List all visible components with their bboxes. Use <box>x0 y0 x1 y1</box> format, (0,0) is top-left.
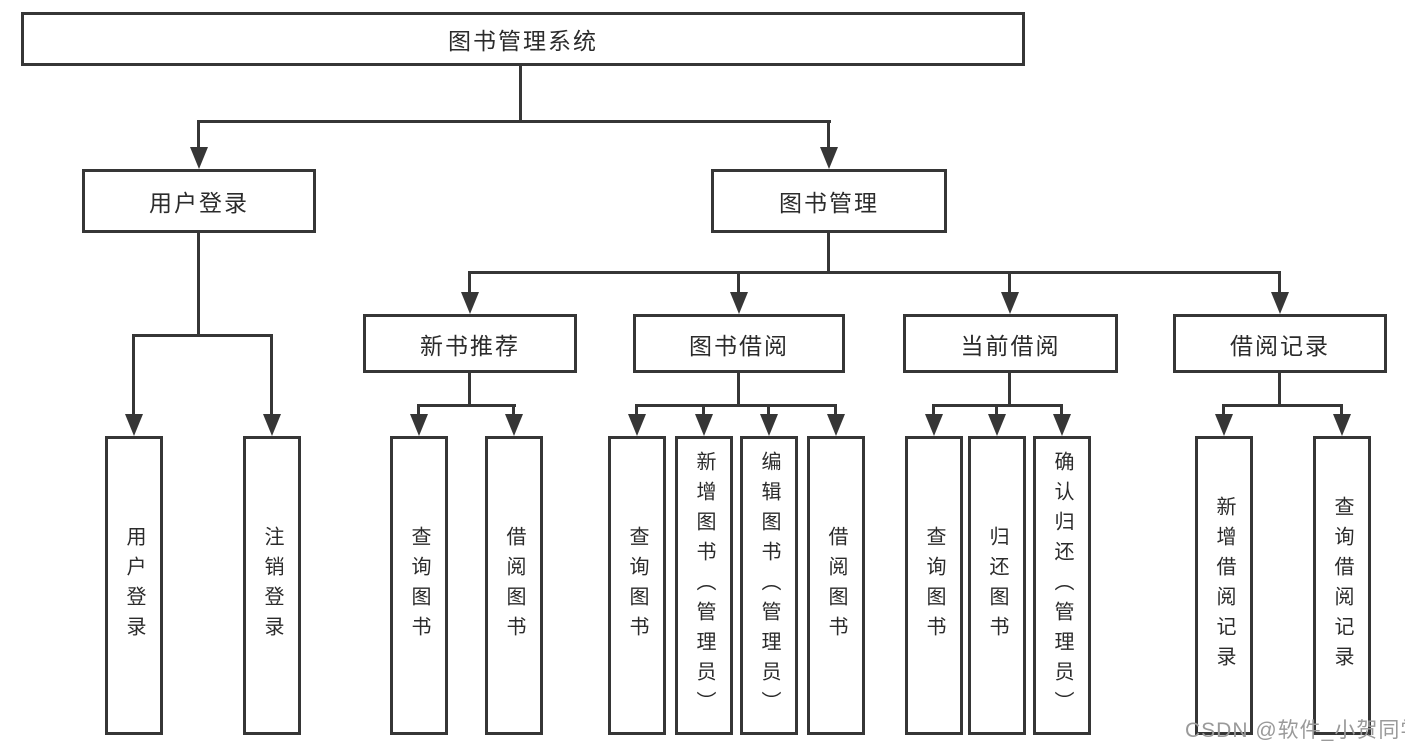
arrow-down-icon <box>925 414 943 436</box>
connector-book-borrow-bus <box>635 404 837 407</box>
connector-stub-leaf <box>512 404 515 416</box>
leaf-logout-label: 注销登录 <box>261 525 283 646</box>
leaf-confirm-return-admin: 确认归还（管理员） <box>1033 436 1091 735</box>
connector-borrow-records-drop <box>1278 373 1281 406</box>
connector-root-drop <box>519 64 522 122</box>
node-current-borrowing: 当前借阅 <box>903 314 1118 373</box>
leaf-edit-books-admin-label: 编辑图书（管理员） <box>758 450 780 721</box>
connector-stub-level3 <box>468 271 471 294</box>
connector-stub-leaf <box>932 404 935 416</box>
watermark: CSDN @软件_小贺同学 <box>1185 719 1405 742</box>
arrow-down-icon <box>410 414 428 436</box>
leaf-return-books: 归还图书 <box>968 436 1026 735</box>
node-book-borrowing-label: 图书借阅 <box>689 332 789 359</box>
leaf-logout: 注销登录 <box>243 436 301 735</box>
connector-stub-leaf <box>635 404 638 416</box>
arrow-down-icon <box>827 414 845 436</box>
connector-stub-user-login <box>197 120 200 149</box>
node-root: 图书管理系统 <box>21 12 1025 66</box>
connector-current-borrow-drop <box>1008 373 1011 406</box>
arrow-down-icon <box>1053 414 1071 436</box>
connector-stub-leaf <box>1340 404 1343 416</box>
node-root-label: 图书管理系统 <box>448 28 598 54</box>
connector-stub-leaf <box>417 404 420 416</box>
node-current-borrowing-label: 当前借阅 <box>960 332 1061 359</box>
connector-new-book-drop <box>468 373 471 406</box>
connector-stub-leaf <box>1060 404 1063 416</box>
leaf-edit-books-admin: 编辑图书（管理员） <box>740 436 798 735</box>
arrow-down-icon <box>461 292 479 314</box>
leaf-user-login-label: 用户登录 <box>123 525 145 646</box>
leaf-user-login: 用户登录 <box>105 436 163 735</box>
leaf-query-borrow-record: 查询借阅记录 <box>1313 436 1371 735</box>
node-book-borrowing: 图书借阅 <box>633 314 845 373</box>
node-book-management: 图书管理 <box>711 169 947 233</box>
arrow-down-icon <box>1271 292 1289 314</box>
arrow-down-icon <box>628 414 646 436</box>
connector-stub-level3 <box>737 271 740 294</box>
arrow-down-icon <box>505 414 523 436</box>
leaf-query-books-current: 查询图书 <box>905 436 963 735</box>
arrow-down-icon <box>125 414 143 436</box>
arrow-down-icon <box>1333 414 1351 436</box>
connector-stub-level3 <box>1278 271 1281 294</box>
node-user-login-label: 用户登录 <box>149 190 249 216</box>
arrow-down-icon <box>263 414 281 436</box>
leaf-query-books-recommend: 查询图书 <box>390 436 448 735</box>
connector-stub-level3 <box>1008 271 1011 294</box>
connector-new-book-bus <box>417 404 516 407</box>
connector-stub-leaf <box>702 404 705 416</box>
arrow-down-icon <box>695 414 713 436</box>
leaf-query-borrow-record-label: 查询借阅记录 <box>1331 495 1353 676</box>
leaf-borrow-books-label: 借阅图书 <box>825 525 847 646</box>
arrow-down-icon <box>1001 292 1019 314</box>
connector-book-mgmt-drop <box>827 233 830 274</box>
connector-stub-leaf <box>995 404 998 416</box>
leaf-borrow-books-recommend: 借阅图书 <box>485 436 543 735</box>
node-borrowing-records-label: 借阅记录 <box>1230 332 1330 359</box>
connector-stub-book-mgmt <box>827 120 830 149</box>
connector-user-login-bus <box>132 334 273 337</box>
arrow-down-icon <box>988 414 1006 436</box>
connector-stub-leaf <box>834 404 837 416</box>
leaf-query-books-current-label: 查询图书 <box>923 525 945 646</box>
leaf-add-books-admin: 新增图书（管理员） <box>675 436 733 735</box>
node-new-book-recommendation-label: 新书推荐 <box>420 332 520 359</box>
connector-book-borrow-drop <box>737 373 740 406</box>
connector-user-login-drop <box>197 233 200 337</box>
connector-level2-bus <box>197 120 831 123</box>
node-user-login: 用户登录 <box>82 169 316 233</box>
arrow-down-icon <box>1215 414 1233 436</box>
node-new-book-recommendation: 新书推荐 <box>363 314 577 373</box>
leaf-return-books-label: 归还图书 <box>986 525 1008 646</box>
leaf-add-borrow-record: 新增借阅记录 <box>1195 436 1253 735</box>
connector-borrow-records-bus <box>1222 404 1343 407</box>
arrow-down-icon <box>820 147 838 169</box>
node-borrowing-records: 借阅记录 <box>1173 314 1387 373</box>
arrow-down-icon <box>190 147 208 169</box>
connector-level3-bus <box>468 271 1281 274</box>
connector-stub-leaf <box>1222 404 1225 416</box>
leaf-borrow-books: 借阅图书 <box>807 436 865 735</box>
leaf-query-books-borrow: 查询图书 <box>608 436 666 735</box>
leaf-query-books-recommend-label: 查询图书 <box>408 525 430 646</box>
connector-stub-leaf <box>132 334 135 416</box>
connector-stub-leaf <box>270 334 273 416</box>
leaf-query-books-borrow-label: 查询图书 <box>626 525 648 646</box>
leaf-add-books-admin-label: 新增图书（管理员） <box>693 450 715 721</box>
leaf-add-borrow-record-label: 新增借阅记录 <box>1213 495 1235 676</box>
arrow-down-icon <box>730 292 748 314</box>
arrow-down-icon <box>760 414 778 436</box>
connector-stub-leaf <box>767 404 770 416</box>
leaf-confirm-return-admin-label: 确认归还（管理员） <box>1051 450 1073 721</box>
node-book-management-label: 图书管理 <box>779 190 879 216</box>
leaf-borrow-books-recommend-label: 借阅图书 <box>503 525 525 646</box>
